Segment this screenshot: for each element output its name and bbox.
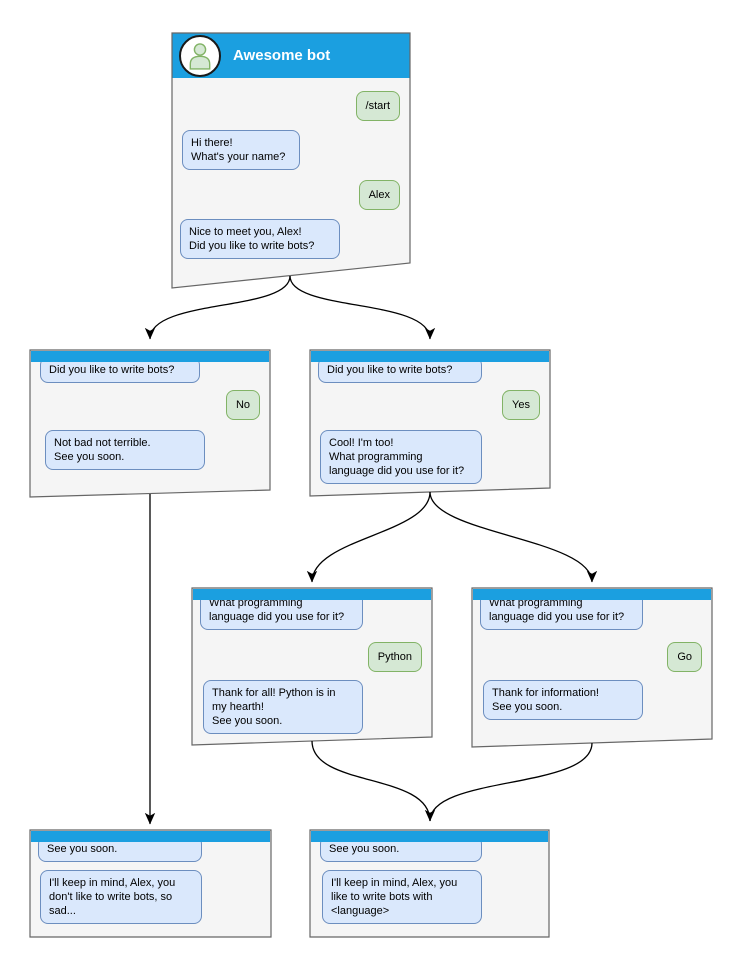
bot-message-bubble: Not bad not terrible. See you soon.: [45, 430, 205, 470]
chat-window-branch-go: What programming language did you use fo…: [472, 588, 712, 747]
bot-message-bubble: I'll keep in mind, Alex, you don't like …: [40, 870, 202, 924]
flow-arrow: [429, 742, 593, 822]
flow-arrow: [289, 275, 436, 340]
chat-window-title-bar: [193, 589, 431, 600]
chat-window-end-yes: See you soon. I'll keep in mind, Alex, y…: [310, 830, 549, 937]
chat-window-end-no: See you soon. I'll keep in mind, Alex, y…: [30, 830, 271, 937]
chat-window-branch-python: What programming language did you use fo…: [192, 588, 432, 745]
chat-window-title-bar: [311, 351, 549, 362]
bot-message-bubble: I'll keep in mind, Alex, you like to wri…: [322, 870, 482, 924]
bot-message-bubble: Thank for all! Python is in my hearth! S…: [203, 680, 363, 734]
user-message-bubble: Go: [667, 642, 702, 672]
chat-window-root: /start Hi there! What's your name? Alex …: [172, 33, 410, 288]
chat-window-branch-yes: Did you like to write bots? Yes Cool! I'…: [310, 350, 550, 496]
chat-window-title-bar: [311, 831, 548, 842]
bot-message-bubble: Thank for information! See you soon.: [483, 680, 643, 720]
user-message-bubble: Python: [367, 642, 422, 672]
user-message-bubble: Alex: [358, 180, 400, 210]
bot-avatar: [179, 35, 221, 77]
user-message-bubble: Yes: [502, 390, 540, 420]
user-message-bubble: No: [225, 390, 260, 420]
chat-window-title-bar: [31, 831, 270, 842]
person-icon: [189, 43, 211, 70]
user-message-bubble: /start: [355, 91, 400, 121]
chat-window-title-bar: [473, 589, 711, 600]
flow-arrow: [306, 491, 431, 583]
flow-arrow: [144, 275, 291, 340]
flow-arrow: [429, 491, 598, 583]
chat-window-branch-no: Did you like to write bots? No Not bad n…: [30, 350, 270, 497]
bot-message-bubble: Hi there! What's your name?: [182, 130, 300, 170]
bot-message-bubble: Cool! I'm too! What programming language…: [320, 430, 482, 484]
bot-message-bubble: Nice to meet you, Alex! Did you like to …: [180, 219, 340, 259]
flow-arrow: [311, 740, 436, 822]
chat-window-title-bar: [31, 351, 269, 362]
chat-window-title-bar: Awesome bot: [172, 33, 410, 78]
chat-window-title: Awesome bot: [233, 47, 331, 64]
